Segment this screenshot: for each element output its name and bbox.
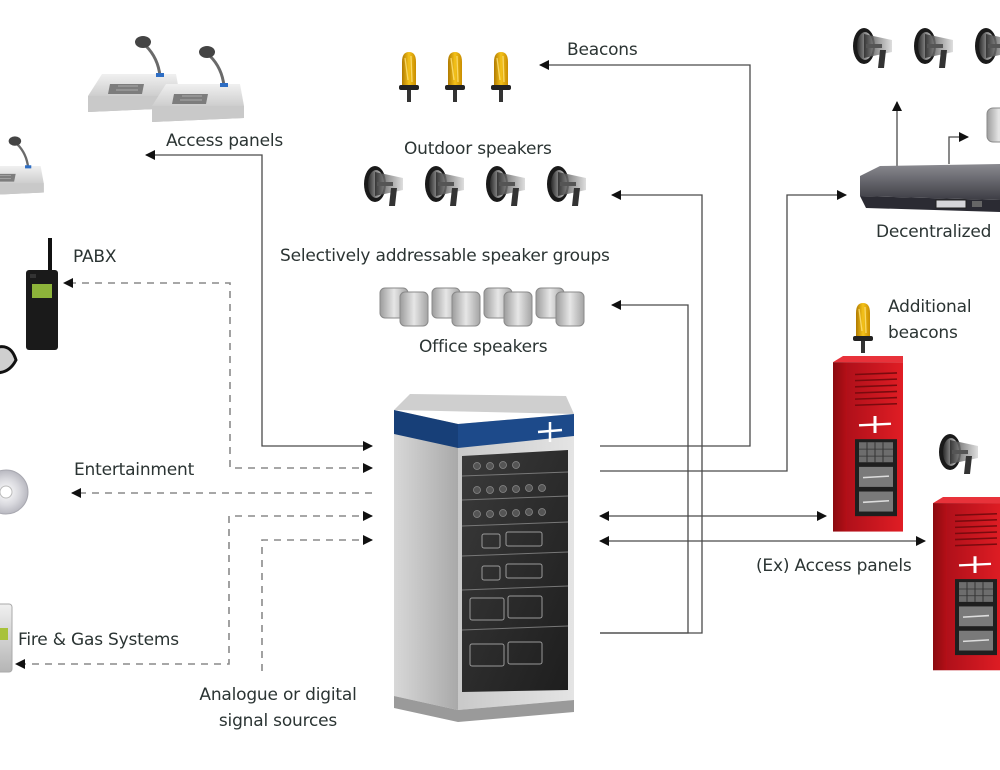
amplifier-unit-icon [860, 164, 1000, 212]
connector-lines [145, 60, 969, 634]
link-office-speakers [600, 300, 689, 634]
office-speaker-icon [379, 287, 429, 327]
label-pabx: PABX [73, 247, 117, 267]
link-fire-gas [15, 511, 373, 669]
access-panel-devices [0, 34, 246, 197]
ex-access-panel-devices [831, 302, 1000, 672]
link-signal-sources [261, 535, 373, 676]
fire-gas-panel-icon [0, 603, 13, 673]
label-additional-beacons-line2: beacons [888, 323, 958, 343]
office-speaker-icon [431, 287, 481, 327]
link-decentralized [600, 190, 847, 472]
beacon-icon [444, 51, 466, 103]
server-rack-icon [394, 394, 574, 722]
office-speaker-icon [986, 107, 1000, 143]
dashed-connector-lines [15, 278, 373, 676]
label-entertainment: Entertainment [74, 460, 195, 480]
label-speaker-groups: Selectively addressable speaker groups [280, 246, 610, 266]
horn-speaker-icon [486, 166, 525, 206]
beacon-icon [490, 51, 512, 103]
cd-icon [0, 469, 29, 515]
desk-microphone-icon [0, 135, 45, 197]
label-signal-sources-line2: signal sources [218, 711, 338, 731]
label-office-speakers: Office speakers [419, 337, 548, 357]
beacon-icon [398, 51, 420, 103]
label-additional-beacons-line1: Additional [888, 297, 972, 317]
office-speaker-icon [483, 287, 533, 327]
label-signal-sources-line1: Analogue or digital [199, 685, 357, 705]
link-outdoor-speakers [600, 190, 703, 634]
horn-speaker-icon [547, 166, 586, 206]
office-speaker-icon [535, 287, 585, 327]
label-ex-access-panels: (Ex) Access panels [756, 556, 912, 576]
radio-handset-icon [26, 238, 58, 350]
link-access-panels [145, 150, 373, 451]
outdoor-speaker-devices [364, 166, 586, 206]
beacon-devices [398, 51, 512, 103]
label-decentralized: Decentralized [876, 222, 992, 242]
horn-speaker-icon [975, 28, 1000, 68]
link-beacons [539, 60, 751, 447]
beacon-icon [852, 302, 874, 354]
horn-speaker-icon [939, 434, 978, 474]
horn-speaker-icon [914, 28, 953, 68]
label-beacons: Beacons [567, 40, 638, 60]
label-outdoor-speakers: Outdoor speakers [404, 139, 552, 159]
telephone-icon [0, 345, 18, 375]
link-pabx [63, 278, 373, 473]
decentralized-devices [853, 28, 1000, 212]
ex-cabinet-icon [831, 354, 905, 534]
horn-speaker-icon [425, 166, 464, 206]
label-access-panels: Access panels [166, 131, 284, 151]
link-decentralized-speaker [948, 132, 969, 164]
horn-speaker-icon [853, 28, 892, 68]
ex-cabinet-icon [931, 495, 1000, 672]
horn-speaker-icon [364, 166, 403, 206]
label-fire-gas-systems: Fire & Gas Systems [18, 630, 179, 650]
office-speaker-devices [379, 287, 585, 327]
